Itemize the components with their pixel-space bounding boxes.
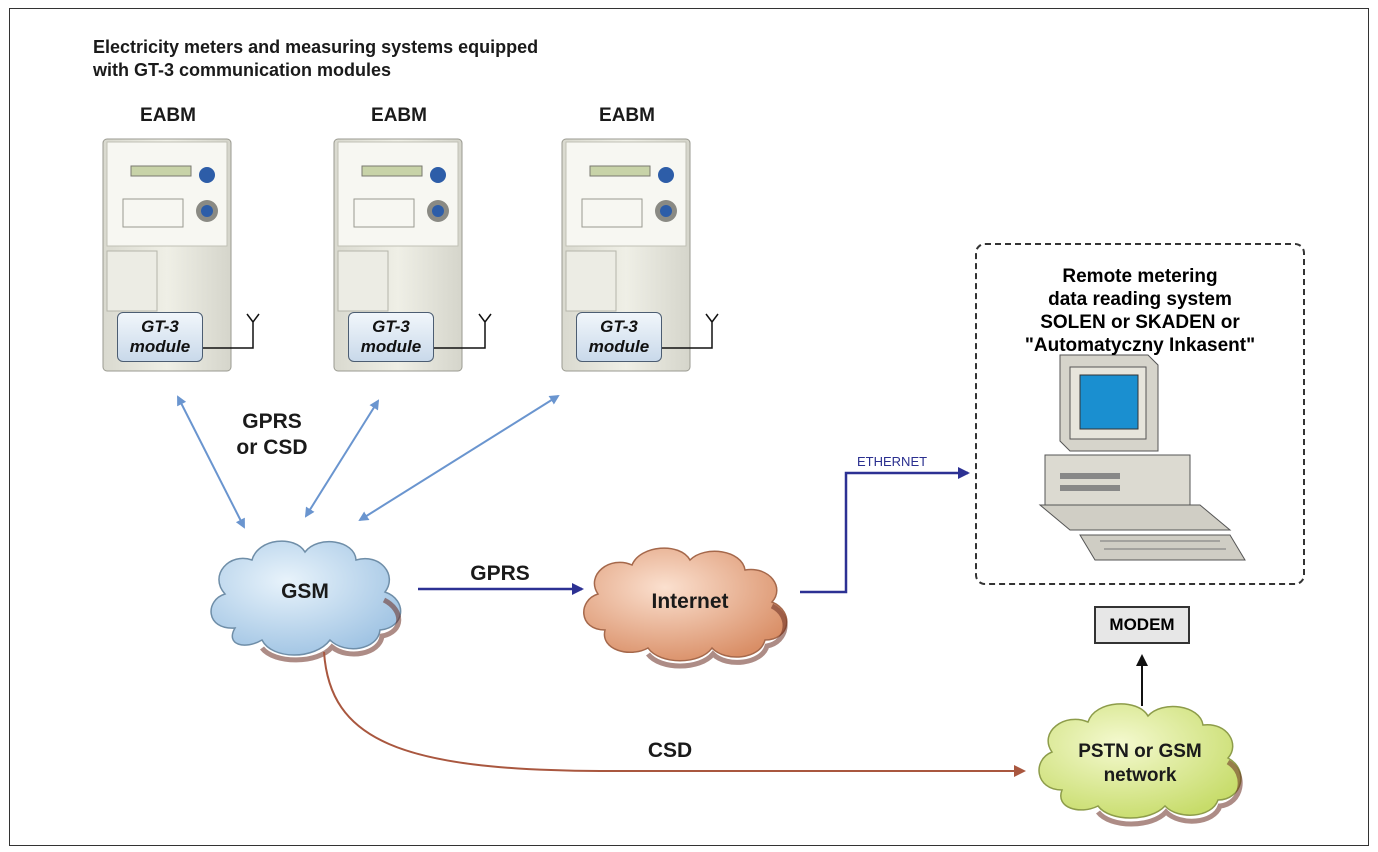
- gsm-label: GSM: [281, 580, 329, 603]
- gprs-label: GPRS: [470, 562, 530, 585]
- computer-icon: [1038, 354, 1246, 561]
- title-line-2: with GT-3 communication modules: [93, 60, 392, 80]
- wireless-links: [177, 394, 560, 529]
- remote-system-line4: "Automatyczny Inkasent": [1024, 335, 1256, 356]
- gt3-module-1: GT-3 module: [117, 312, 203, 362]
- internet-cloud: [583, 547, 788, 669]
- gt3-module-2: GT-3 module: [348, 312, 434, 362]
- pstn-label-line1: PSTN or GSM: [1078, 741, 1202, 762]
- gt3-module-1-line1: GT-3: [141, 317, 179, 336]
- meter-link-label-line2: or CSD: [236, 436, 308, 459]
- internet-label: Internet: [651, 590, 729, 613]
- pstn-label-line2: network: [1103, 765, 1177, 786]
- meter-2: [333, 138, 463, 372]
- remote-system-box: Remote metering data reading system SOLE…: [975, 243, 1305, 585]
- meter-3-label: EABM: [599, 105, 655, 126]
- diagram-frame: [9, 8, 1369, 846]
- pstn-cloud: [1038, 703, 1243, 827]
- title-line-1: Electricity meters and measuring systems…: [93, 37, 539, 57]
- antennas: [202, 313, 719, 349]
- gt3-module-2-line1: GT-3: [372, 317, 410, 336]
- meter-2-label: EABM: [371, 105, 427, 126]
- meter-1-label: EABM: [140, 105, 196, 126]
- gt3-module-1-line2: module: [129, 337, 191, 356]
- pstn-label: PSTN or GSM network: [1060, 740, 1220, 788]
- meter-link-label-line1: GPRS: [242, 410, 302, 433]
- gsm-cloud: [210, 540, 402, 663]
- remote-system-title: Remote metering data reading system SOLE…: [977, 265, 1303, 357]
- csd-arrow: [323, 651, 1026, 777]
- remote-system-line1: Remote metering: [1062, 266, 1218, 287]
- ethernet-label: ETHERNET: [857, 454, 928, 469]
- remote-system-line3: SOLEN or SKADEN or: [1040, 312, 1240, 333]
- gt3-module-3: GT-3 module: [576, 312, 662, 362]
- csd-label: CSD: [647, 739, 693, 762]
- remote-system-line2: data reading system: [1048, 289, 1232, 310]
- gt3-module-3-line2: module: [588, 337, 650, 356]
- diagram-title: Electricity meters and measuring systems…: [93, 36, 713, 82]
- gt3-module-3-line1: GT-3: [600, 317, 638, 336]
- gt3-module-2-line2: module: [360, 337, 422, 356]
- meter-link-label: GPRS or CSD: [222, 409, 322, 461]
- modem-box: MODEM: [1094, 606, 1190, 644]
- ethernet-line: [800, 467, 970, 594]
